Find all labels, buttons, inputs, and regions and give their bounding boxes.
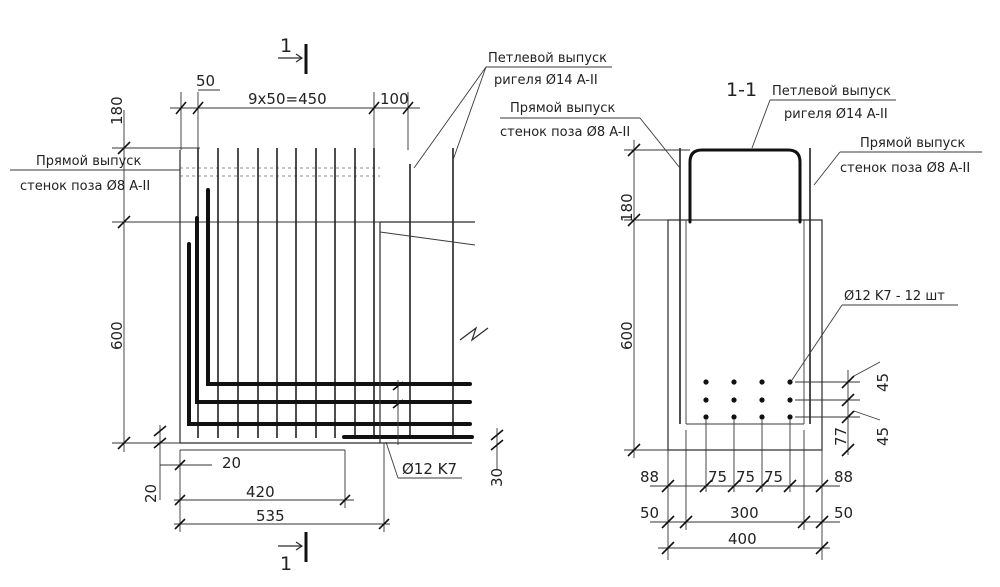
dim-88-right: 88 (834, 468, 853, 486)
dimension-top-left: 50 9x50=450 100 (170, 72, 420, 150)
vertical-rebars-left (197, 148, 454, 438)
dim-50-right: 50 (834, 504, 853, 522)
dim-77: 77 (832, 427, 850, 446)
dimension-right-bottom: 88 75 75 75 88 50 300 50 400 (640, 420, 853, 560)
dim-20-vertical: 20 (142, 484, 160, 503)
dim-75-1: 75 (708, 468, 727, 486)
l-shaped-heavy-bars (187, 188, 474, 439)
leader-loop-left: Петлевой выпуск ригеля Ø14 A-II (413, 51, 612, 169)
dim-100: 100 (380, 90, 409, 108)
leader-bottom-rebar: Ø12 K7 (385, 441, 462, 479)
label-straight-mid-line1: Прямой выпуск (510, 101, 615, 116)
label-straight-right-line1: Прямой выпуск (860, 136, 965, 151)
section-cut-label-bottom: 1 (280, 553, 292, 575)
dim-400: 400 (728, 530, 757, 548)
dimension-20-vertical: 20 (142, 425, 167, 503)
left-elevation-view: 1 1 50 9x50=450 100 (10, 35, 640, 575)
dim-420: 420 (246, 483, 275, 501)
leader-straight-left: Прямой выпуск стенок поза Ø8 A-II (20, 154, 150, 194)
dim-535: 535 (256, 507, 285, 525)
dim-75-2: 75 (736, 468, 755, 486)
label-straight-mid-line2: стенок поза Ø8 A-II (500, 125, 630, 140)
rebar-dots (703, 379, 793, 420)
label-straight-right-line2: стенок поза Ø8 A-II (840, 161, 970, 176)
dimension-30-vertical: 30 (488, 428, 506, 487)
leader-straight-right: Прямой выпуск стенок поза Ø8 A-II (639, 117, 982, 186)
dim-50-left: 50 (640, 504, 659, 522)
section-cut-marker-top: 1 (278, 35, 308, 74)
dim-600-right: 600 (618, 321, 636, 350)
label-loop-right-line1: Петлевой выпуск (772, 84, 891, 99)
dimension-bottom-left: 20 420 535 (160, 443, 390, 532)
dimension-left-vertical: 180 600 (108, 96, 380, 452)
dim-75-3: 75 (764, 468, 783, 486)
dim-9x50: 9x50=450 (248, 90, 327, 108)
section-cut-marker-bottom: 1 (278, 532, 308, 575)
dim-88-left: 88 (640, 468, 659, 486)
dim-20-horizontal: 20 (222, 454, 241, 472)
leader-loop-right: Петлевой выпуск ригеля Ø14 A-II (751, 84, 896, 149)
section-outline (667, 219, 823, 451)
right-section-view: 1-1 Петлевой выпуск (618, 79, 982, 560)
dim-180-right: 180 (618, 193, 636, 222)
label-straight-left-line2: стенок поза Ø8 A-II (20, 179, 150, 194)
dim-300: 300 (730, 504, 759, 522)
leader-rebar-count: Ø12 K7 - 12 шт (791, 289, 958, 381)
dim-180-left: 180 (108, 96, 126, 125)
label-loop-right-line2: ригеля Ø14 A-II (784, 107, 888, 122)
label-loop-left-line1: Петлевой выпуск (488, 51, 607, 66)
leader-straight-mid: Прямой выпуск стенок поза Ø8 A-II (500, 101, 640, 140)
label-rebar-count: Ø12 K7 - 12 шт (844, 289, 945, 304)
dim-30: 30 (488, 468, 506, 487)
dim-50-top: 50 (196, 72, 215, 90)
dimension-right-small: 45 45 77 (795, 361, 892, 457)
dim-45-top: 45 (874, 373, 892, 392)
dim-45-bottom: 45 (874, 427, 892, 446)
label-straight-left-line1: Прямой выпуск (36, 154, 141, 169)
dim-600-left: 600 (108, 321, 126, 350)
label-loop-left-line2: ригеля Ø14 A-II (494, 73, 598, 88)
dimension-right-left-vertical: 180 600 (618, 140, 690, 458)
section-cut-label-top: 1 (280, 35, 292, 57)
label-bottom-rebar: Ø12 K7 (402, 460, 457, 478)
section-title: 1-1 (726, 79, 757, 101)
